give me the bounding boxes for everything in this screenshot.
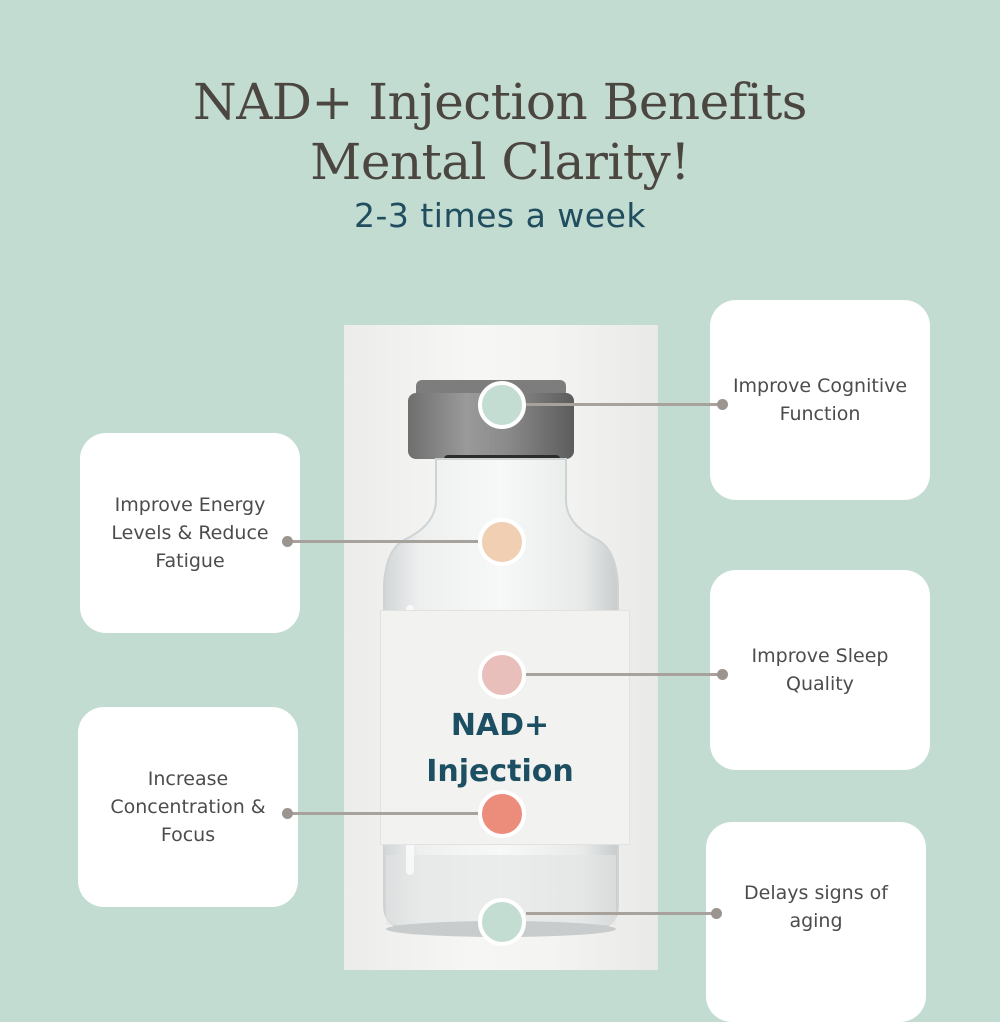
vial-label-text-injection: Injection (426, 754, 574, 789)
benefit-text: Improve Cognitive (732, 375, 908, 397)
page-title-line-1: NAD+ Injection Benefits (193, 73, 807, 131)
benefit-text: Fatigue (155, 550, 225, 572)
connector-line-aging (526, 912, 716, 915)
connector-dot-energy (282, 536, 293, 547)
benefit-text: Improve Sleep (751, 645, 889, 667)
connector-dot-aging (711, 908, 722, 919)
connector-dot-sleep (717, 669, 728, 680)
marker-sleep (478, 651, 526, 699)
connector-line-energy (288, 540, 478, 543)
benefit-text: Concentration & (110, 796, 266, 818)
vial-label-text-nad: NAD+ (450, 708, 550, 743)
connector-dot-cognitive (717, 399, 728, 410)
connector-line-sleep (526, 673, 722, 676)
page-title-line-2: Mental Clarity! (310, 133, 690, 191)
benefit-text: Focus (160, 824, 216, 846)
benefit-card-sleep: Improve Sleep Quality (710, 570, 930, 770)
benefit-text: aging (789, 910, 843, 932)
benefit-text: Quality (786, 673, 854, 695)
benefit-text: Improve Energy (114, 494, 266, 516)
benefit-text: Function (779, 403, 861, 425)
marker-concentration (478, 790, 526, 838)
connector-line-concentration (288, 812, 478, 815)
page-subtitle: 2-3 times a week (353, 196, 647, 235)
marker-aging (478, 898, 526, 946)
benefit-text: Delays signs of (744, 882, 888, 904)
benefit-card-energy: Improve Energy Levels & Reduce Fatigue (80, 433, 300, 633)
marker-cognitive (478, 381, 526, 429)
benefit-card-concentration: Increase Concentration & Focus (78, 707, 298, 907)
benefit-text: Increase (147, 768, 229, 790)
marker-energy (478, 518, 526, 566)
benefit-card-aging: Delays signs of aging (706, 822, 926, 1022)
connector-dot-concentration (282, 808, 293, 819)
connector-line-cognitive (526, 403, 722, 406)
benefit-card-cognitive: Improve Cognitive Function (710, 300, 930, 500)
benefit-text: Levels & Reduce (111, 522, 269, 544)
